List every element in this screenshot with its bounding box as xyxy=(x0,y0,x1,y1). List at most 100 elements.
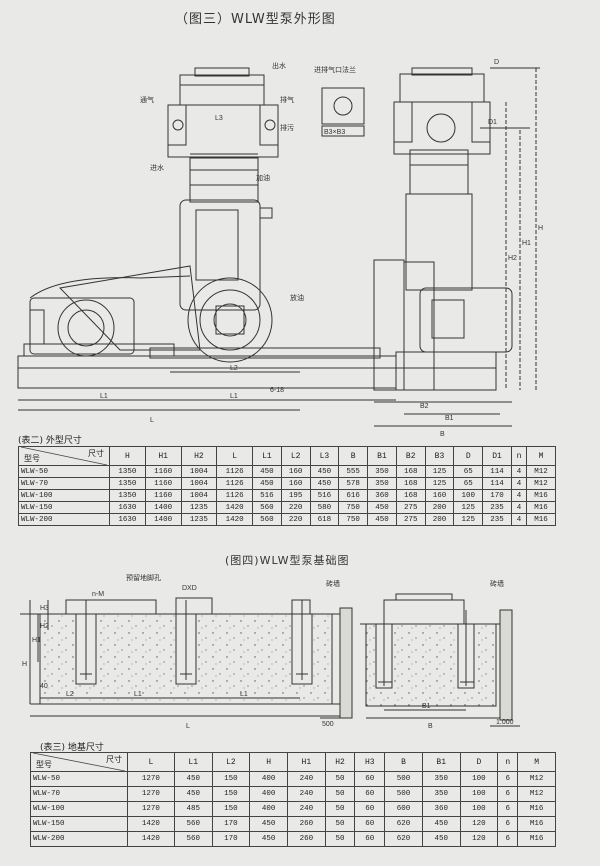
col-header: M xyxy=(526,446,556,466)
table-cell: 450 xyxy=(421,831,461,847)
label-drain: 排污 xyxy=(280,123,294,132)
dim-b: B xyxy=(440,431,445,438)
table-cell: 360 xyxy=(421,801,461,817)
table-cell: 450 xyxy=(249,831,288,847)
dim-b: B xyxy=(428,723,433,730)
dim-d1: D1 xyxy=(488,119,497,126)
col-header: H3 xyxy=(354,752,386,772)
dim-l1-left: L1 xyxy=(100,393,108,400)
table-cell: 120 xyxy=(459,831,499,847)
label-b3xb3: B3×B3 xyxy=(324,129,345,136)
col-header: D xyxy=(459,752,499,772)
table-cell: M12 xyxy=(517,771,556,787)
table-cell: 100 xyxy=(459,771,499,787)
table-cell: 750 xyxy=(338,501,369,514)
table-cell: 1420 xyxy=(127,831,175,847)
model-cell: WLW-70 xyxy=(18,477,110,490)
table-cell: 240 xyxy=(286,801,326,817)
table-cell: 516 xyxy=(252,489,282,502)
dim-l: L xyxy=(150,417,154,424)
table-cell: 1270 xyxy=(127,801,175,817)
dim-500: 500 xyxy=(322,721,334,728)
table-cell: 240 xyxy=(286,771,326,787)
table-cell: 360 xyxy=(367,489,397,502)
table-cell: 120 xyxy=(459,816,499,832)
table-cell: 350 xyxy=(367,465,397,478)
table-cell: 170 xyxy=(211,816,251,832)
table-cell: 150 xyxy=(211,771,251,787)
table-cell: 60 xyxy=(354,816,386,832)
header-model: 型号 xyxy=(36,761,52,770)
table-cell: 220 xyxy=(280,501,311,514)
col-header: H1 xyxy=(144,446,182,466)
label-wall-right: 砖墙 xyxy=(490,579,504,588)
col-header: B3 xyxy=(424,446,455,466)
table-cell: 4 xyxy=(510,513,528,526)
pump-outline-drawing: 出水 进排气口法兰 通气 排气 排污 进水 加油 放油 B3×B3 L3 L2 … xyxy=(17,59,543,438)
model-cell: WLW-70 xyxy=(30,786,128,802)
table-cell: 350 xyxy=(367,477,397,490)
table-cell: M12 xyxy=(526,477,556,490)
figure-4-title: (图四)WLW型泵基础图 xyxy=(225,554,350,567)
table-cell: 195 xyxy=(280,489,311,502)
table-cell: 450 xyxy=(367,513,397,526)
col-header: n xyxy=(510,446,528,466)
table-cell: 65 xyxy=(453,477,484,490)
table-cell: 1350 xyxy=(109,465,146,478)
label-inlet-port: 进排气口法兰 xyxy=(314,65,356,74)
table-cell: 168 xyxy=(395,465,426,478)
table-cell: 125 xyxy=(424,477,455,490)
table-cell: 275 xyxy=(395,513,426,526)
dim-h1: H1 xyxy=(32,637,41,644)
table-cell: 620 xyxy=(384,816,423,832)
table-cell: 1270 xyxy=(127,771,175,787)
table-cell: 1004 xyxy=(180,489,218,502)
label-anchor-bolt: 预留地脚孔 xyxy=(126,573,161,582)
col-header: D xyxy=(453,446,484,466)
table-cell: 240 xyxy=(286,786,326,802)
table-cell: 750 xyxy=(338,513,369,526)
col-header: L xyxy=(216,446,253,466)
dim-l2: L2 xyxy=(66,691,74,698)
dim-h: H xyxy=(538,225,543,232)
label-oil-add: 加油 xyxy=(256,173,270,182)
dim-b1: B1 xyxy=(422,703,431,710)
figure-3-title: （图三）WLW型泵外形图 xyxy=(175,12,336,27)
table-cell: 50 xyxy=(324,816,356,832)
dim-n-d: 6-18 xyxy=(270,387,284,394)
dim-l1-right: L1 xyxy=(230,393,238,400)
label-vent: 通气 xyxy=(140,95,154,104)
table-cell: 150 xyxy=(211,801,251,817)
dim-l: L xyxy=(186,723,190,730)
table-cell: 220 xyxy=(280,513,311,526)
table-cell: 60 xyxy=(354,786,386,802)
table-cell: 170 xyxy=(482,489,512,502)
table-cell: 6 xyxy=(497,816,519,832)
outline-dimension-table: 型号 尺寸 H H1 H2 L L1 L2 L3 B B1 B2 B3 D D1… xyxy=(18,446,556,526)
table-cell: 1270 xyxy=(127,786,175,802)
table-cell: 50 xyxy=(324,771,356,787)
table-cell: 50 xyxy=(324,831,356,847)
table-cell: 450 xyxy=(249,816,288,832)
table-cell: 275 xyxy=(395,501,426,514)
table-cell: 1160 xyxy=(144,477,182,490)
label-n-m: n-M xyxy=(92,591,104,598)
table-cell: 1400 xyxy=(144,513,182,526)
model-cell: WLW-100 xyxy=(18,489,110,502)
table-cell: M16 xyxy=(526,513,556,526)
table-cell: 560 xyxy=(173,831,213,847)
col-header: L1 xyxy=(173,752,213,772)
table-cell: 200 xyxy=(424,501,455,514)
header-model: 型号 xyxy=(24,455,40,464)
col-header: L xyxy=(127,752,175,772)
table-cell: 1350 xyxy=(109,477,146,490)
label-oil-drain: 放油 xyxy=(290,293,304,302)
table-cell: 160 xyxy=(424,489,455,502)
